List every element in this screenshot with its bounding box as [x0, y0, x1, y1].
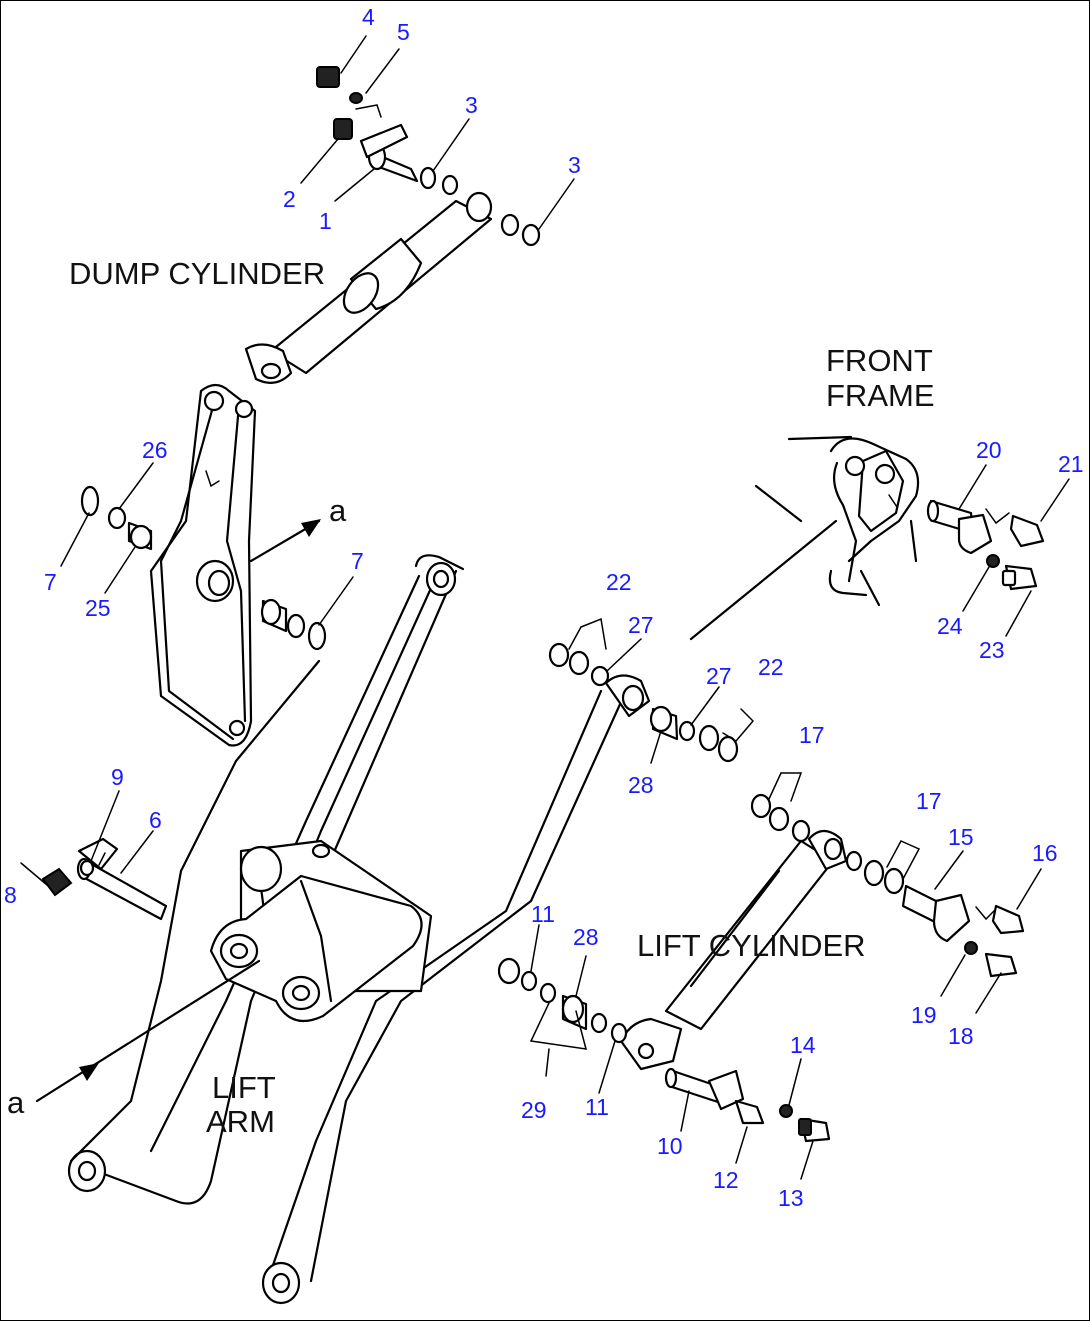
reference-arrows [35, 519, 321, 1103]
callout-15: 15 [948, 824, 974, 850]
dump-cylinder-label: DUMP CYLINDER [69, 256, 325, 291]
lift-cylinder-label: LIFT CYLINDER [637, 928, 866, 963]
lift-arm-label-line2: ARM [206, 1104, 275, 1139]
callout-7: 7 [44, 569, 57, 595]
lift-arm-label-line1: LIFT [212, 1070, 276, 1105]
lift-arm-pin-group [41, 837, 168, 921]
callout-12: 12 [713, 1167, 739, 1193]
callout-29: 29 [521, 1097, 547, 1123]
bellcrank-bushing-group [80, 485, 327, 651]
callout-25: 25 [85, 595, 111, 621]
callout-8: 8 [4, 882, 17, 908]
callout-27: 27 [628, 612, 654, 638]
front-frame-pin-group [926, 499, 1045, 591]
callout-19: 19 [911, 1002, 937, 1028]
callout-21: 21 [1058, 451, 1084, 477]
lift-cylinder-rod-pin-group [664, 1067, 831, 1143]
front-frame-label-line2: FRAME [826, 378, 935, 413]
callout-14: 14 [790, 1032, 816, 1058]
callout-13: 13 [778, 1185, 804, 1211]
callout-18: 18 [948, 1023, 974, 1049]
bellcrank [149, 383, 257, 747]
callout-17: 17 [916, 788, 942, 814]
lift-cylinder [619, 829, 848, 1071]
front-frame [689, 435, 920, 641]
dump-cylinder [244, 191, 493, 384]
callout-numbers: 4 5 3 3 2 1 26 7 25 7 20 21 24 23 22 27 … [4, 4, 1084, 1211]
callout-26: 26 [142, 437, 168, 463]
callout-3: 3 [465, 92, 478, 118]
lift-arm-left [67, 554, 465, 1205]
leader-lines [20, 35, 1070, 1180]
callout-11: 11 [531, 901, 555, 927]
ref-a-label-upper: a [329, 493, 347, 528]
lift-arm-cross-tube [209, 839, 433, 1023]
lift-cylinder-head-pin-group [750, 793, 1025, 978]
callout-17: 17 [799, 722, 825, 748]
callout-3: 3 [568, 152, 581, 178]
callout-6: 6 [149, 807, 162, 833]
lift-arm-upper-bushing-group [548, 642, 739, 763]
callout-22: 22 [606, 569, 632, 595]
callout-10: 10 [657, 1133, 683, 1159]
dump-cylinder-head-pin-group [316, 66, 541, 247]
callout-16: 16 [1032, 840, 1058, 866]
callout-23: 23 [979, 637, 1005, 663]
callout-5: 5 [397, 19, 410, 45]
lift-arm-right [261, 674, 651, 1305]
callout-20: 20 [976, 437, 1002, 463]
callout-24: 24 [937, 613, 963, 639]
callout-7: 7 [351, 548, 364, 574]
callout-28: 28 [628, 772, 654, 798]
lift-cylinder-bottom-bushing-group [497, 957, 628, 1044]
front-frame-label-line1: FRONT [826, 343, 933, 378]
callout-2: 2 [283, 186, 296, 212]
callout-27: 27 [706, 663, 732, 689]
callout-1: 1 [319, 208, 332, 234]
callout-11: 11 [585, 1094, 609, 1120]
ref-a-label-lower: a [7, 1085, 25, 1120]
callout-9: 9 [111, 764, 124, 790]
callout-22: 22 [758, 654, 784, 680]
callout-4: 4 [362, 4, 375, 30]
callout-28: 28 [573, 924, 599, 950]
